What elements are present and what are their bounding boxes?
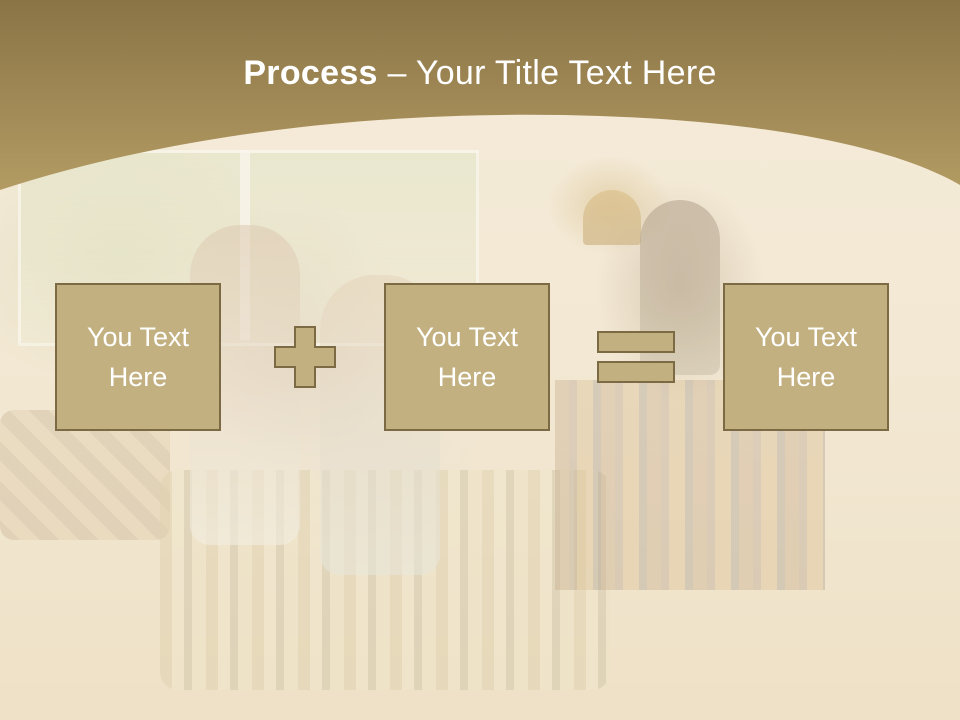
process-box-3-line1: You Text bbox=[754, 322, 858, 352]
process-box-3-line2: Here bbox=[776, 362, 836, 392]
process-box-1[interactable]: You Text Here bbox=[55, 283, 221, 431]
background-lamp bbox=[583, 190, 641, 245]
process-box-1-line1: You Text bbox=[86, 322, 190, 352]
background-pillow bbox=[0, 410, 170, 540]
header-band bbox=[0, 0, 960, 200]
plus-icon bbox=[274, 326, 336, 388]
process-box-2[interactable]: You Text Here bbox=[384, 283, 550, 431]
slide-title-rest: – Your Title Text Here bbox=[377, 54, 717, 92]
process-box-2-line2: Here bbox=[437, 362, 497, 392]
process-box-2-line1: You Text bbox=[415, 322, 519, 352]
equals-icon bbox=[597, 331, 675, 383]
process-box-3[interactable]: You Text Here bbox=[723, 283, 889, 431]
slide-title: Process – Your Title Text Here bbox=[0, 54, 960, 93]
slide-title-bold: Process bbox=[243, 54, 378, 92]
process-box-1-line2: Here bbox=[108, 362, 168, 392]
